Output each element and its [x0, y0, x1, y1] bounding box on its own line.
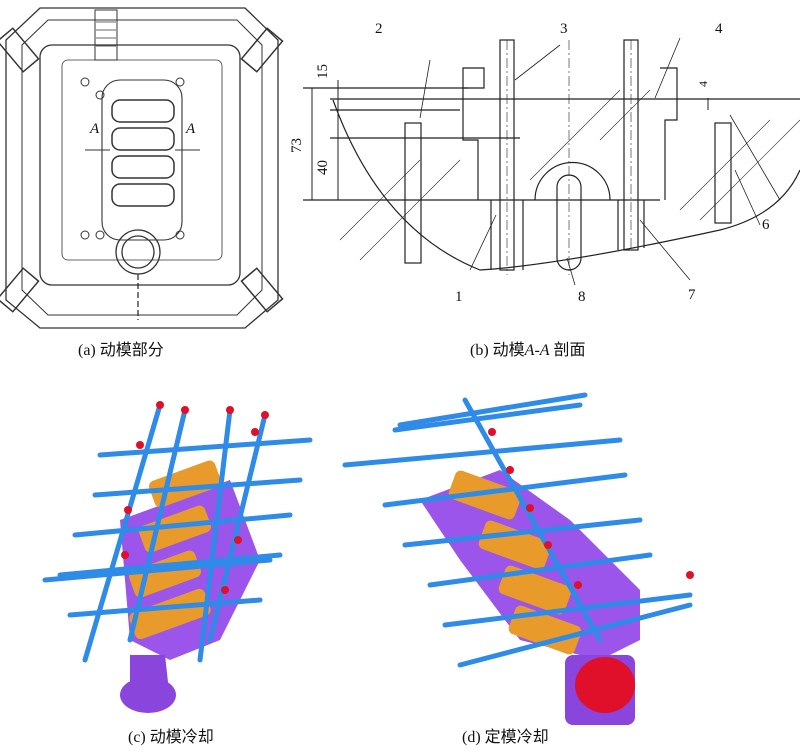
- part-label-8: 8: [578, 289, 586, 305]
- caption-a: (a) 动模部分: [78, 342, 164, 359]
- section-label-a-left: A: [90, 121, 100, 137]
- caption-c: (c) 动模冷却: [128, 729, 214, 746]
- caption-b-suffix: 剖面: [549, 342, 586, 359]
- section-label-a-right: A: [186, 121, 196, 137]
- panel-c-drawing: [42, 401, 313, 713]
- panel-b-drawing: [303, 37, 800, 286]
- dimension-4: 4: [696, 81, 710, 87]
- part-label-1: 1: [455, 289, 463, 305]
- dimension-73: 73: [289, 138, 305, 153]
- dimension-40: 40: [315, 160, 331, 175]
- caption-b: (b) 动模A-A 剖面: [470, 343, 586, 359]
- part-label-2: 2: [375, 21, 383, 37]
- panel-a-drawing: [0, 7, 284, 329]
- caption-d: (d) 定模冷却: [462, 729, 549, 746]
- part-label-7: 7: [688, 287, 696, 303]
- dimension-15: 15: [315, 64, 331, 79]
- part-label-6: 6: [762, 217, 770, 233]
- caption-b-prefix: (b) 动模: [470, 342, 525, 359]
- part-label-4: 4: [715, 21, 723, 37]
- part-label-3: 3: [560, 21, 568, 37]
- caption-b-section: A-A: [524, 342, 550, 359]
- panel-d-drawing: [342, 392, 694, 725]
